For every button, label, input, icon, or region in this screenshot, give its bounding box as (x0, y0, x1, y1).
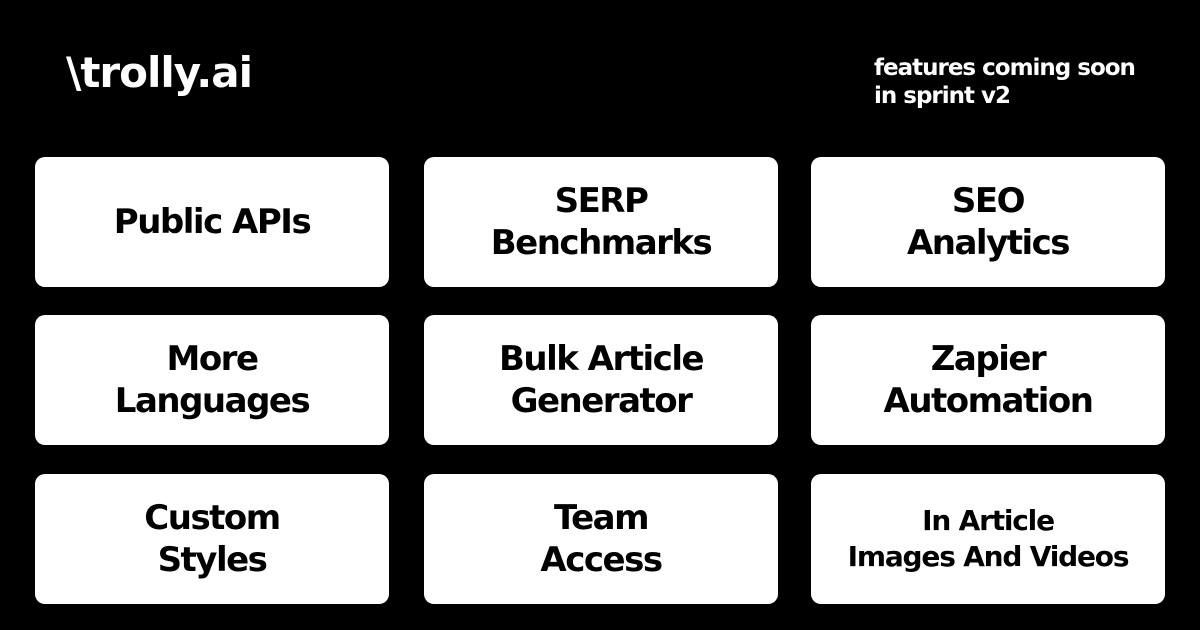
feature-card-in-article-media: In Article Images And Videos (811, 474, 1165, 604)
feature-card-public-apis: Public APIs (35, 157, 389, 287)
tagline-line-2: in sprint v2 (874, 83, 1011, 109)
tagline-line-1: features coming soon (874, 55, 1136, 81)
feature-card-serp-benchmarks: SERP Benchmarks (424, 157, 778, 287)
feature-card-zapier-automation: Zapier Automation (811, 315, 1165, 445)
tagline: features coming soon in sprint v2 (874, 54, 1174, 110)
feature-label: More Languages (114, 339, 311, 421)
brand-logo: \trolly.ai (66, 40, 253, 106)
feature-label: SEO Analytics (906, 181, 1071, 263)
feature-label: Team Access (540, 498, 663, 580)
feature-label: Public APIs (113, 202, 312, 242)
feature-card-team-access: Team Access (424, 474, 778, 604)
feature-card-seo-analytics: SEO Analytics (811, 157, 1165, 287)
feature-label: SERP Benchmarks (490, 181, 713, 263)
feature-card-custom-styles: Custom Styles (35, 474, 389, 604)
feature-label: Bulk Article Generator (498, 339, 705, 421)
feature-label: In Article Images And Videos (847, 504, 1130, 573)
feature-label: Zapier Automation (883, 339, 1094, 421)
feature-card-bulk-article-generator: Bulk Article Generator (424, 315, 778, 445)
feature-card-more-languages: More Languages (35, 315, 389, 445)
feature-label: Custom Styles (144, 498, 281, 580)
logo-text: \trolly.ai (66, 48, 253, 97)
